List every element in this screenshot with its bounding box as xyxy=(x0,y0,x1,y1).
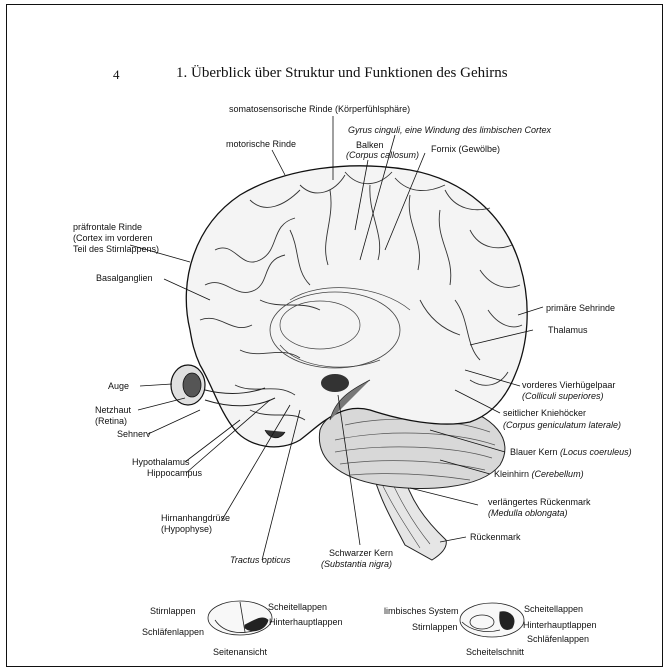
label-superior-colliculi: vorderes Vierhügelpaar xyxy=(522,380,615,391)
label-blue-nucleus-text: Blauer Kern xyxy=(510,447,558,457)
label-hypothalamus: Hypothalamus xyxy=(132,457,190,468)
label-lateral-geniculate: seitlicher Kniehöcker xyxy=(503,408,586,419)
label-retina-latin: (Retina) xyxy=(95,416,127,427)
label-primary-visual-cortex: primäre Sehrinde xyxy=(546,303,615,314)
inset-left-caption: Seitenansicht xyxy=(213,647,267,658)
inset-right-caption: Scheitelschnitt xyxy=(466,647,524,658)
label-hippocampus: Hippocampus xyxy=(147,468,202,479)
label-prefrontal-cortex-line3: Teil des Stirnlappens) xyxy=(73,244,159,255)
label-cerebellum: Kleinhirn (Cerebellum) xyxy=(494,469,584,480)
label-retina: Netzhaut xyxy=(95,405,131,416)
cerebrum xyxy=(186,166,527,447)
label-pituitary: Hirnanhangdrüse xyxy=(161,513,230,524)
label-fornix: Fornix (Gewölbe) xyxy=(431,144,500,155)
label-colliculi-latin: (Colliculi superiores) xyxy=(522,391,604,402)
inset-right-parietal-lobe: Scheitellappen xyxy=(524,604,583,615)
substantia-nigra-shape xyxy=(321,374,349,392)
label-blue-nucleus: Blauer Kern (Locus coeruleus) xyxy=(510,447,632,458)
label-gyrus-cinguli: Gyrus cinguli, eine Windung des limbisch… xyxy=(348,125,551,136)
inset-right-temporal-lobe: Schläfenlappen xyxy=(527,634,589,645)
inset-right-frontal-lobe: Stirnlappen xyxy=(412,622,458,633)
label-somatosensory-cortex: somatosensorische Rinde (Körperfühlsphär… xyxy=(229,104,410,115)
inset-left-frontal-lobe: Stirnlappen xyxy=(150,606,196,617)
label-corpus-callosum: (Corpus callosum) xyxy=(346,150,419,161)
label-optic-nerve: Sehnerv xyxy=(117,429,151,440)
label-substantia-nigra: (Substantia nigra) xyxy=(321,559,392,570)
inset-right-limbic-system: limbisches System xyxy=(384,606,459,617)
inset-right xyxy=(460,603,524,637)
label-locus-coeruleus: (Locus coeruleus) xyxy=(560,447,632,457)
label-cerebellum-latin: (Cerebellum) xyxy=(532,469,584,479)
label-cerebellum-text: Kleinhirn xyxy=(494,469,529,479)
inset-right-occipital-lobe: Hinterhauptlappen xyxy=(523,620,597,631)
label-prefrontal-cortex-line2: (Cortex im vorderen xyxy=(73,233,153,244)
label-motor-cortex: motorische Rinde xyxy=(226,139,296,150)
label-medulla-latin: (Medulla oblongata) xyxy=(488,508,568,519)
label-optic-tract: Tractus opticus xyxy=(230,555,290,566)
label-spinal-cord: Rückenmark xyxy=(470,532,521,543)
inset-left-parietal-lobe: Scheitellappen xyxy=(268,602,327,613)
label-medulla: verlängertes Rückenmark xyxy=(488,497,591,508)
label-eye: Auge xyxy=(108,381,129,392)
label-prefrontal-cortex: präfrontale Rinde xyxy=(73,222,142,233)
inset-left xyxy=(208,601,272,635)
inset-left-temporal-lobe: Schläfenlappen xyxy=(142,627,204,638)
label-thalamus: Thalamus xyxy=(548,325,588,336)
label-black-nucleus: Schwarzer Kern xyxy=(329,548,393,559)
label-pituitary-latin: (Hypophyse) xyxy=(161,524,212,535)
label-geniculatum-latin: (Corpus geniculatum laterale) xyxy=(503,420,621,431)
inset-left-occipital-lobe: Hinterhauptlappen xyxy=(269,617,343,628)
label-basal-ganglia: Basalganglien xyxy=(96,273,153,284)
